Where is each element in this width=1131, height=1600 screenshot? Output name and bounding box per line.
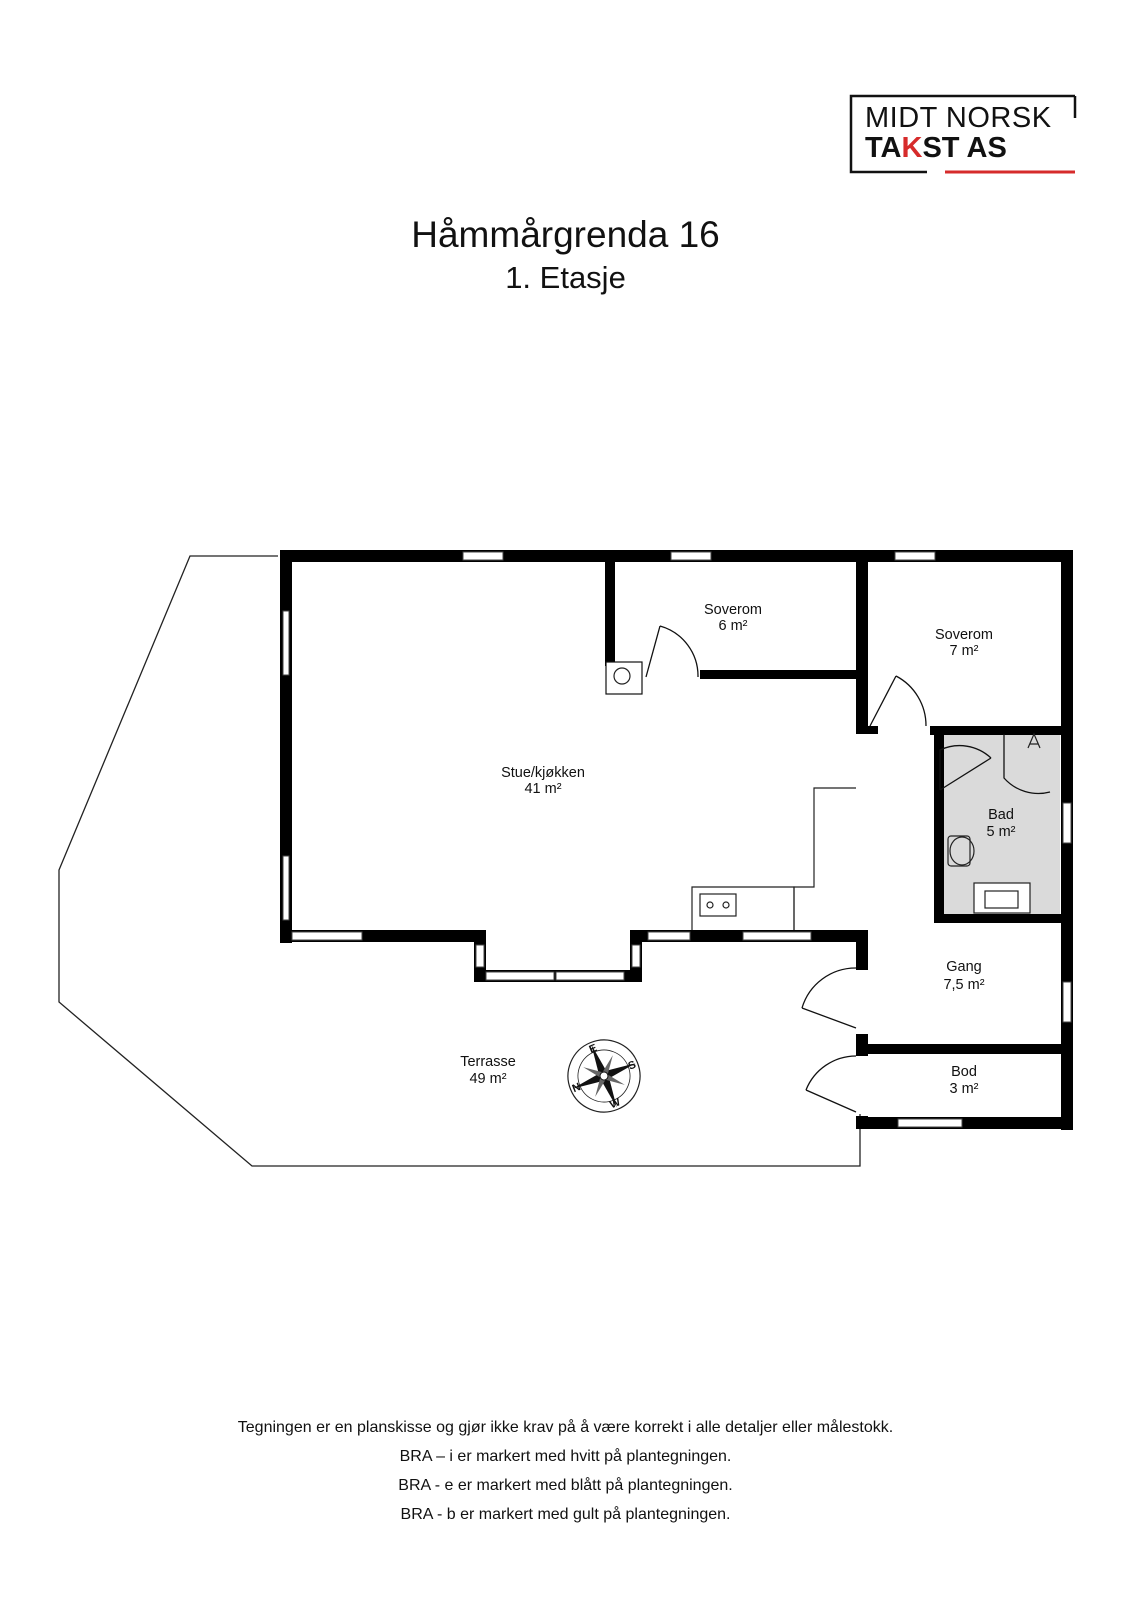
note-line-4: BRA - b er markert med gult på plantegni… — [400, 1506, 731, 1523]
toilet-icon — [947, 835, 971, 867]
room-name-gang: Gang — [946, 959, 981, 975]
logo-accent-letter: K — [901, 132, 923, 164]
compass-label-n: N — [571, 1081, 583, 1095]
logo-line-1: MIDT NORSK — [865, 102, 1052, 134]
room-area-bad: 5 m² — [987, 824, 1016, 840]
room-area-soverom-1: 6 m² — [719, 618, 748, 634]
room-name-bad: Bad — [988, 807, 1014, 823]
fixtures — [605, 661, 1041, 930]
room-labels: Stue/kjøkken 41 m² Soverom 6 m² Soverom … — [460, 602, 1015, 1097]
note-line-3: BRA - e er markert med blått på plantegn… — [398, 1477, 733, 1494]
room-area-soverom-2: 7 m² — [950, 643, 979, 659]
room-area-gang: 7,5 m² — [943, 977, 984, 993]
room-name-stue: Stue/kjøkken — [501, 765, 585, 781]
logo-frame — [849, 94, 1077, 174]
compass-label-s: S — [627, 1059, 638, 1073]
room-name-terrasse: Terrasse — [460, 1054, 516, 1070]
stove-icon — [613, 667, 631, 685]
room-name-soverom-2: Soverom — [935, 627, 993, 643]
company-logo: MIDT NORSK TAKST AS — [849, 94, 1077, 174]
compass-rose-icon: N E S W — [567, 1039, 641, 1113]
kitchen-sink-icon — [699, 893, 737, 917]
terrace-outline — [58, 555, 861, 1167]
note-line-1: Tegningen er en planskisse og gjør ikke … — [237, 1419, 894, 1436]
logo-line-2: TAKST AS — [865, 132, 1007, 164]
windows — [282, 551, 1072, 1128]
room-name-bod: Bod — [951, 1064, 977, 1080]
page-title: Håmmårgrenda 16 — [411, 214, 720, 255]
floor-subtitle: 1. Etasje — [505, 260, 626, 295]
kitchen-island — [793, 787, 856, 930]
room-area-bod: 3 m² — [950, 1081, 979, 1097]
stove-box — [605, 661, 643, 695]
shower-icon — [1027, 732, 1041, 749]
room-area-terrasse: 49 m² — [469, 1071, 506, 1087]
note-line-2: BRA – i er markert med hvitt på plantegn… — [399, 1448, 732, 1465]
compass-label-w: W — [608, 1096, 623, 1111]
room-name-soverom-1: Soverom — [704, 602, 762, 618]
doors — [645, 625, 1051, 1113]
disclaimer-notes: Tegningen er en planskisse og gjør ikke … — [0, 1413, 1131, 1529]
room-area-stue: 41 m² — [524, 781, 561, 797]
compass-label-e: E — [587, 1042, 598, 1056]
floor-plan: Stue/kjøkken 41 m² Soverom 6 m² Soverom … — [58, 550, 1073, 1167]
